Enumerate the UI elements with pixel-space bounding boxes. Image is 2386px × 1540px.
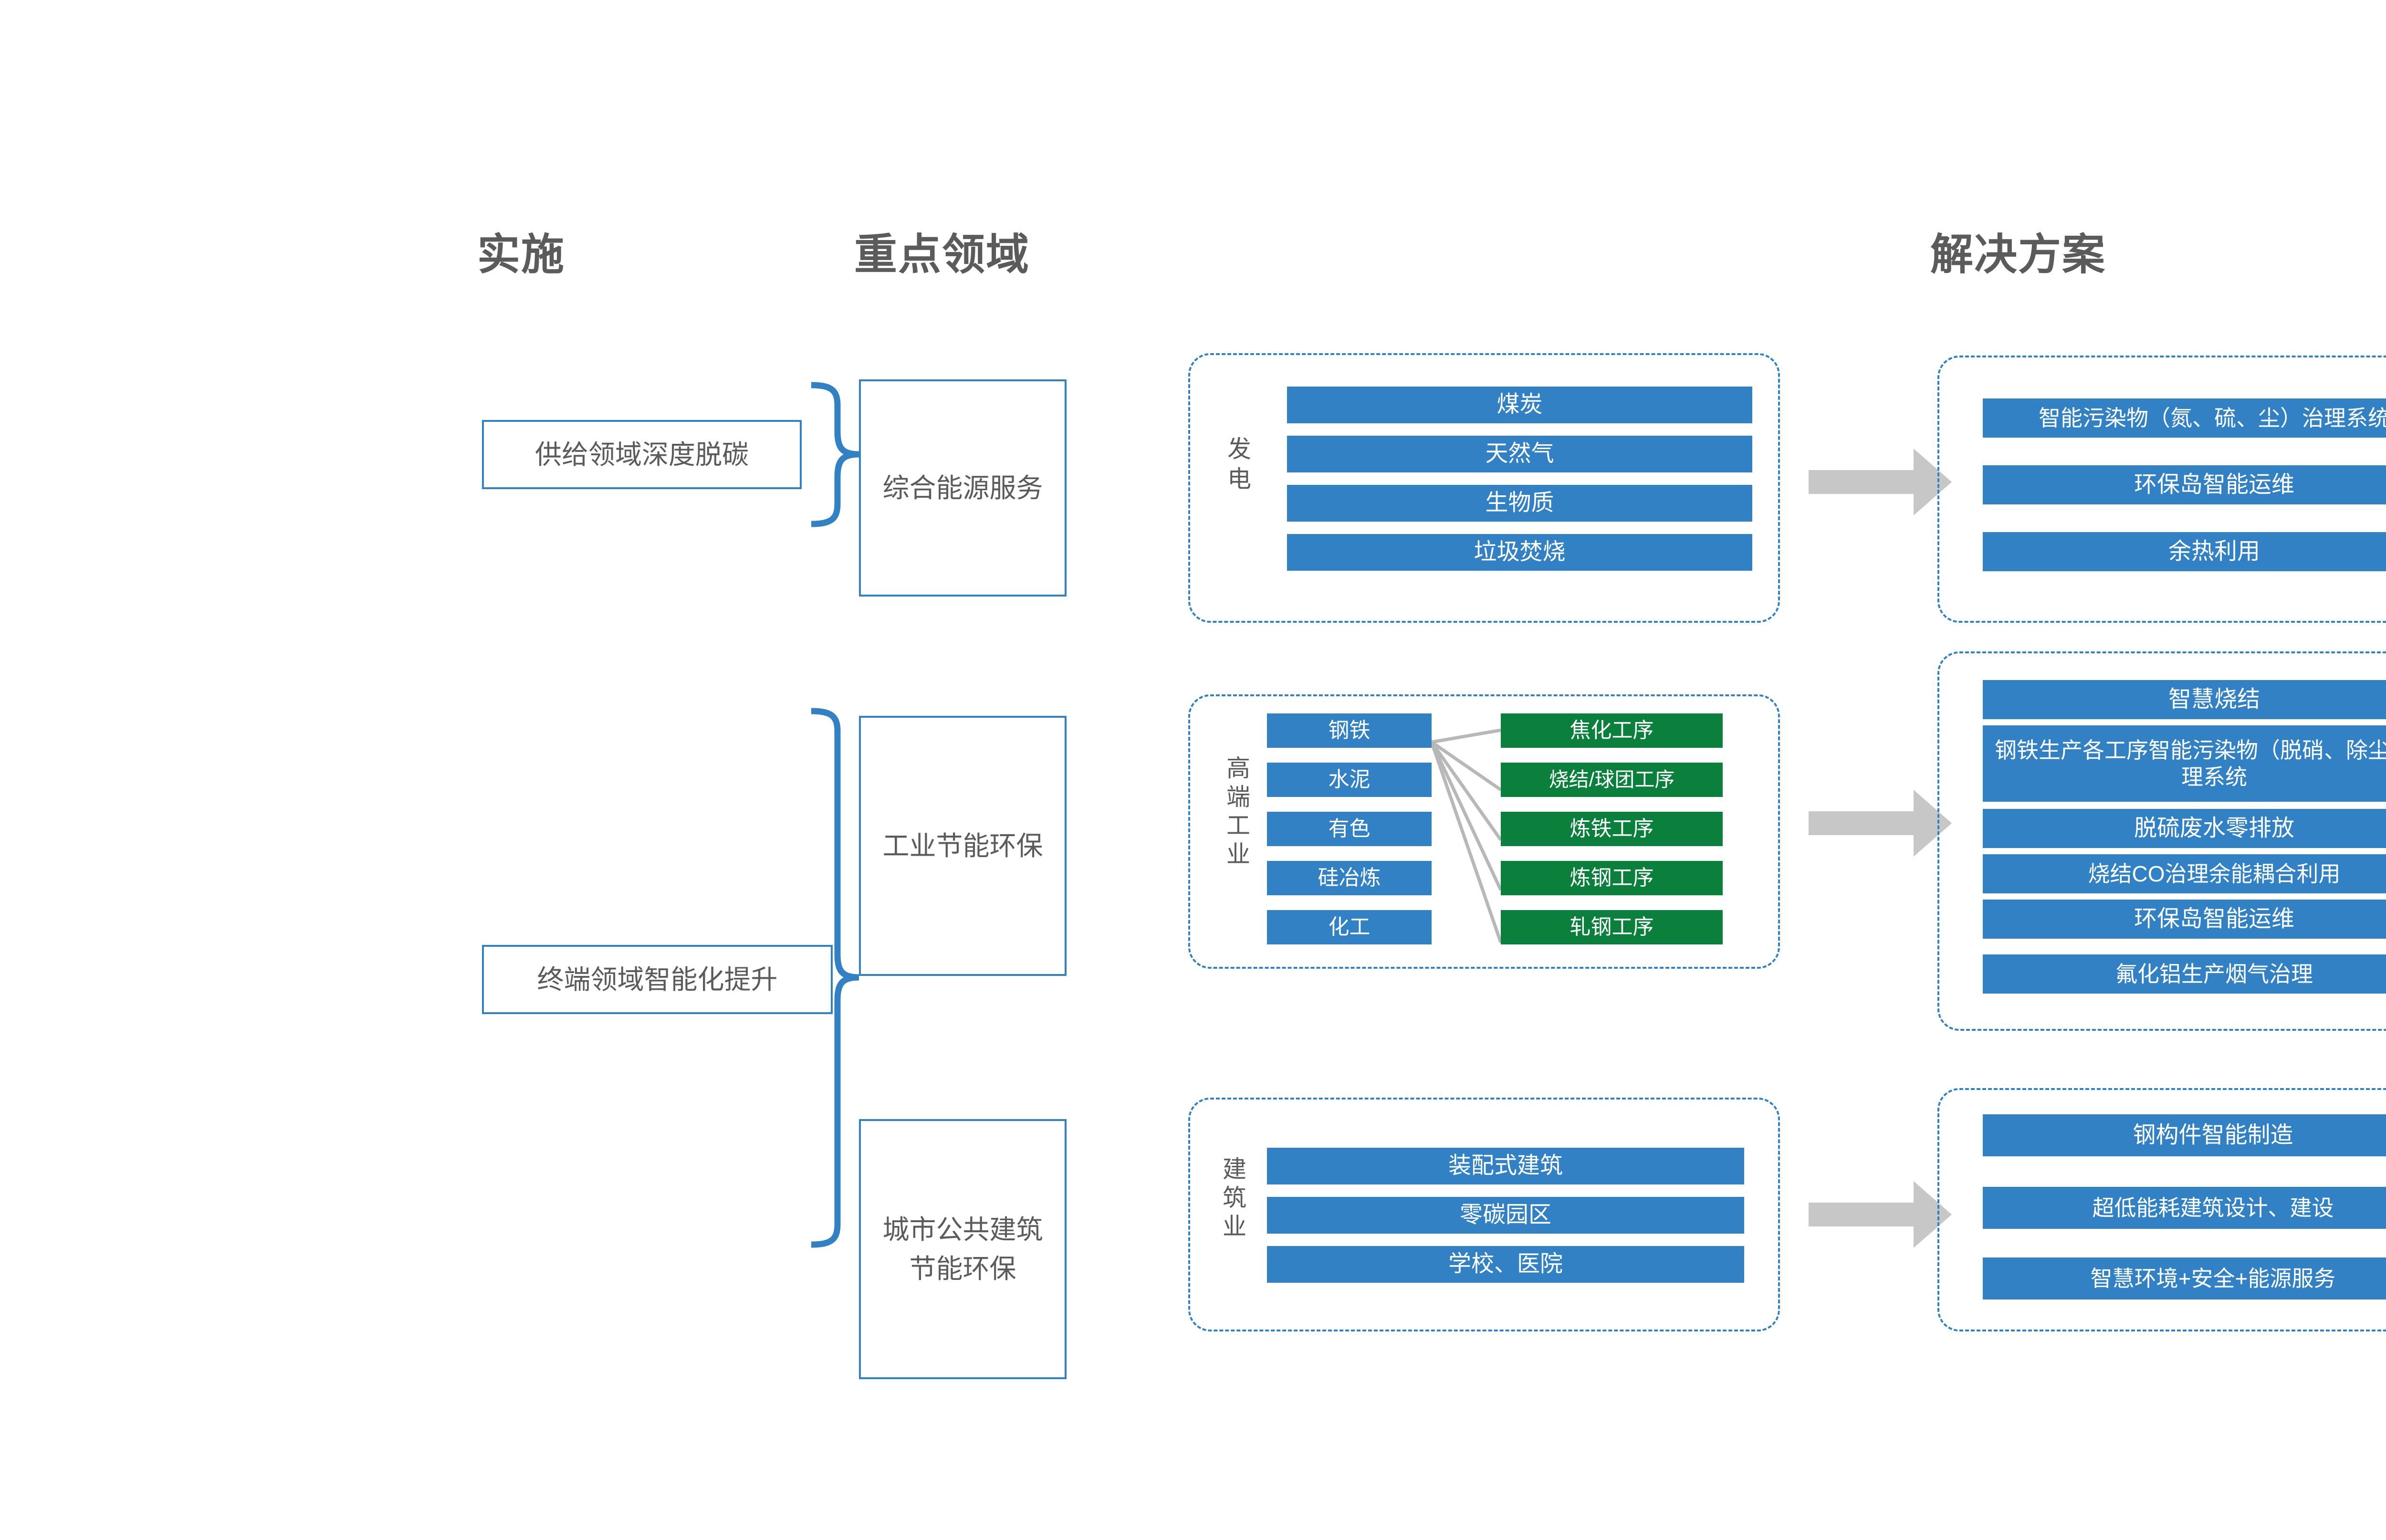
- sector-item-industry[interactable]: 有色: [1267, 812, 1432, 846]
- sector-item-construction[interactable]: 学校、医院: [1267, 1246, 1744, 1283]
- solution-chip-power[interactable]: 智能污染物（氮、硫、尘）治理系统: [1983, 398, 2386, 438]
- chip-label: 零碳园区: [1459, 1202, 1551, 1228]
- strategy-label: 供给领域深度脱碳: [535, 439, 749, 470]
- key-area-label: 城市公共建筑 节能环保: [882, 1215, 1043, 1284]
- solution-container-construction: [1937, 1088, 2386, 1331]
- steel-process-chip[interactable]: 烧结/球团工序: [1501, 763, 1723, 797]
- sector-item-power[interactable]: 天然气: [1287, 436, 1752, 472]
- sector-item-industry[interactable]: 化工: [1267, 910, 1432, 944]
- key-area-box-industry[interactable]: 工业节能环保: [859, 716, 1067, 976]
- solution-chip-power[interactable]: 余热利用: [1983, 532, 2386, 571]
- chip-label: 轧钢工序: [1570, 915, 1654, 939]
- chip-label: 焦化工序: [1570, 719, 1654, 743]
- chip-label: 垃圾焚烧: [1474, 539, 1566, 565]
- sector-side-label-power: 发 电: [1227, 436, 1251, 492]
- chip-label: 智慧环境+安全+能源服务: [2090, 1266, 2336, 1291]
- chip-label: 钢构件智能制造: [2133, 1122, 2293, 1148]
- steel-process-chip[interactable]: 炼铁工序: [1501, 812, 1723, 846]
- chip-label: 超低能耗建筑设计、建设: [2092, 1195, 2334, 1220]
- chip-label: 有色: [1328, 817, 1371, 841]
- chip-label: 智能污染物（氮、硫、尘）治理系统: [2039, 405, 2386, 430]
- solution-chip-industry[interactable]: 智慧烧结: [1983, 680, 2386, 719]
- sector-item-industry[interactable]: 水泥: [1267, 763, 1432, 797]
- sector-item-industry[interactable]: 钢铁: [1267, 713, 1432, 748]
- chip-label: 水泥: [1328, 768, 1371, 792]
- column-header-key-areas: 重点领域: [854, 231, 1030, 279]
- chip-label: 氟化铝生产烟气治理: [2115, 961, 2313, 986]
- chip-label: 环保岛智能运维: [2134, 906, 2294, 932]
- chip-label: 智慧烧结: [2168, 686, 2260, 712]
- chip-label: 钢铁生产各工序智能污染物（脱硝、除尘）治理系统: [1995, 737, 2386, 789]
- steel-process-chip[interactable]: 炼钢工序: [1501, 861, 1723, 895]
- chip-label: 装配式建筑: [1448, 1153, 1563, 1179]
- sector-item-construction[interactable]: 装配式建筑: [1267, 1148, 1744, 1184]
- solution-chip-power[interactable]: 环保岛智能运维: [1983, 465, 2386, 504]
- chip-label: 烧结/球团工序: [1549, 768, 1675, 791]
- strategy-label: 终端领域智能化提升: [537, 964, 778, 995]
- chip-label: 余热利用: [2168, 538, 2260, 564]
- brace-terminal-lower: [811, 974, 859, 1248]
- key-area-box-building[interactable]: 城市公共建筑 节能环保: [859, 1119, 1067, 1379]
- key-area-label: 综合能源服务: [882, 472, 1043, 503]
- brace-terminal-upper: [811, 708, 859, 981]
- chip-label: 学校、医院: [1448, 1251, 1563, 1277]
- solution-container-power: [1937, 356, 2386, 623]
- chip-label: 烧结CO治理余能耦合利用: [2088, 861, 2341, 886]
- solution-container-industry: [1937, 651, 2386, 1031]
- chip-label: 炼铁工序: [1570, 817, 1654, 841]
- key-area-box-energy[interactable]: 综合能源服务: [859, 379, 1067, 597]
- chip-label: 脱硫废水零排放: [2134, 815, 2294, 841]
- sector-container-construction: [1188, 1098, 1780, 1331]
- solution-chip-industry[interactable]: 烧结CO治理余能耦合利用: [1983, 854, 2386, 893]
- chip-label: 生物质: [1485, 490, 1554, 516]
- column-header-implementation: 实施: [477, 231, 565, 279]
- steel-process-chip[interactable]: 焦化工序: [1501, 713, 1723, 748]
- brace-supply: [811, 382, 859, 527]
- solution-chip-construction[interactable]: 超低能耗建筑设计、建设: [1983, 1187, 2386, 1229]
- chip-label: 化工: [1328, 915, 1371, 939]
- sector-item-construction[interactable]: 零碳园区: [1267, 1197, 1744, 1234]
- sector-container-power: [1188, 353, 1780, 623]
- chip-label: 环保岛智能运维: [2134, 471, 2294, 497]
- chip-label: 硅冶炼: [1318, 866, 1381, 890]
- chip-label: 钢铁: [1328, 719, 1371, 743]
- sector-side-label-construction: 建 筑 业: [1223, 1156, 1246, 1240]
- strategy-box-supply[interactable]: 供给领域深度脱碳: [482, 420, 802, 489]
- flow-arrow: [1809, 449, 1952, 1248]
- chip-label: 煤炭: [1496, 392, 1543, 418]
- sector-item-industry[interactable]: 硅冶炼: [1267, 861, 1432, 895]
- steel-process-chip[interactable]: 轧钢工序: [1501, 910, 1723, 944]
- chip-label: 天然气: [1485, 441, 1554, 467]
- sector-item-power[interactable]: 生物质: [1287, 485, 1752, 522]
- solution-chip-industry[interactable]: 氟化铝生产烟气治理: [1983, 954, 2386, 994]
- sector-item-power[interactable]: 垃圾焚烧: [1287, 534, 1752, 571]
- chip-label: 炼钢工序: [1570, 866, 1654, 890]
- solution-chip-industry[interactable]: 环保岛智能运维: [1983, 900, 2386, 939]
- key-area-label: 工业节能环保: [882, 830, 1043, 861]
- solution-chip-construction[interactable]: 智慧环境+安全+能源服务: [1983, 1257, 2386, 1299]
- sector-container-industry: [1188, 694, 1780, 969]
- sector-item-power[interactable]: 煤炭: [1287, 387, 1752, 423]
- solution-chip-industry[interactable]: 钢铁生产各工序智能污染物（脱硝、除尘）治理系统: [1983, 725, 2386, 802]
- column-header-solutions: 解决方案: [1930, 231, 2106, 279]
- solution-chip-industry[interactable]: 脱硫废水零排放: [1983, 809, 2386, 848]
- strategy-box-terminal[interactable]: 终端领域智能化提升: [482, 945, 833, 1014]
- solution-chip-construction[interactable]: 钢构件智能制造: [1983, 1114, 2386, 1156]
- sector-side-label-industry: 高 端 工 业: [1226, 755, 1250, 868]
